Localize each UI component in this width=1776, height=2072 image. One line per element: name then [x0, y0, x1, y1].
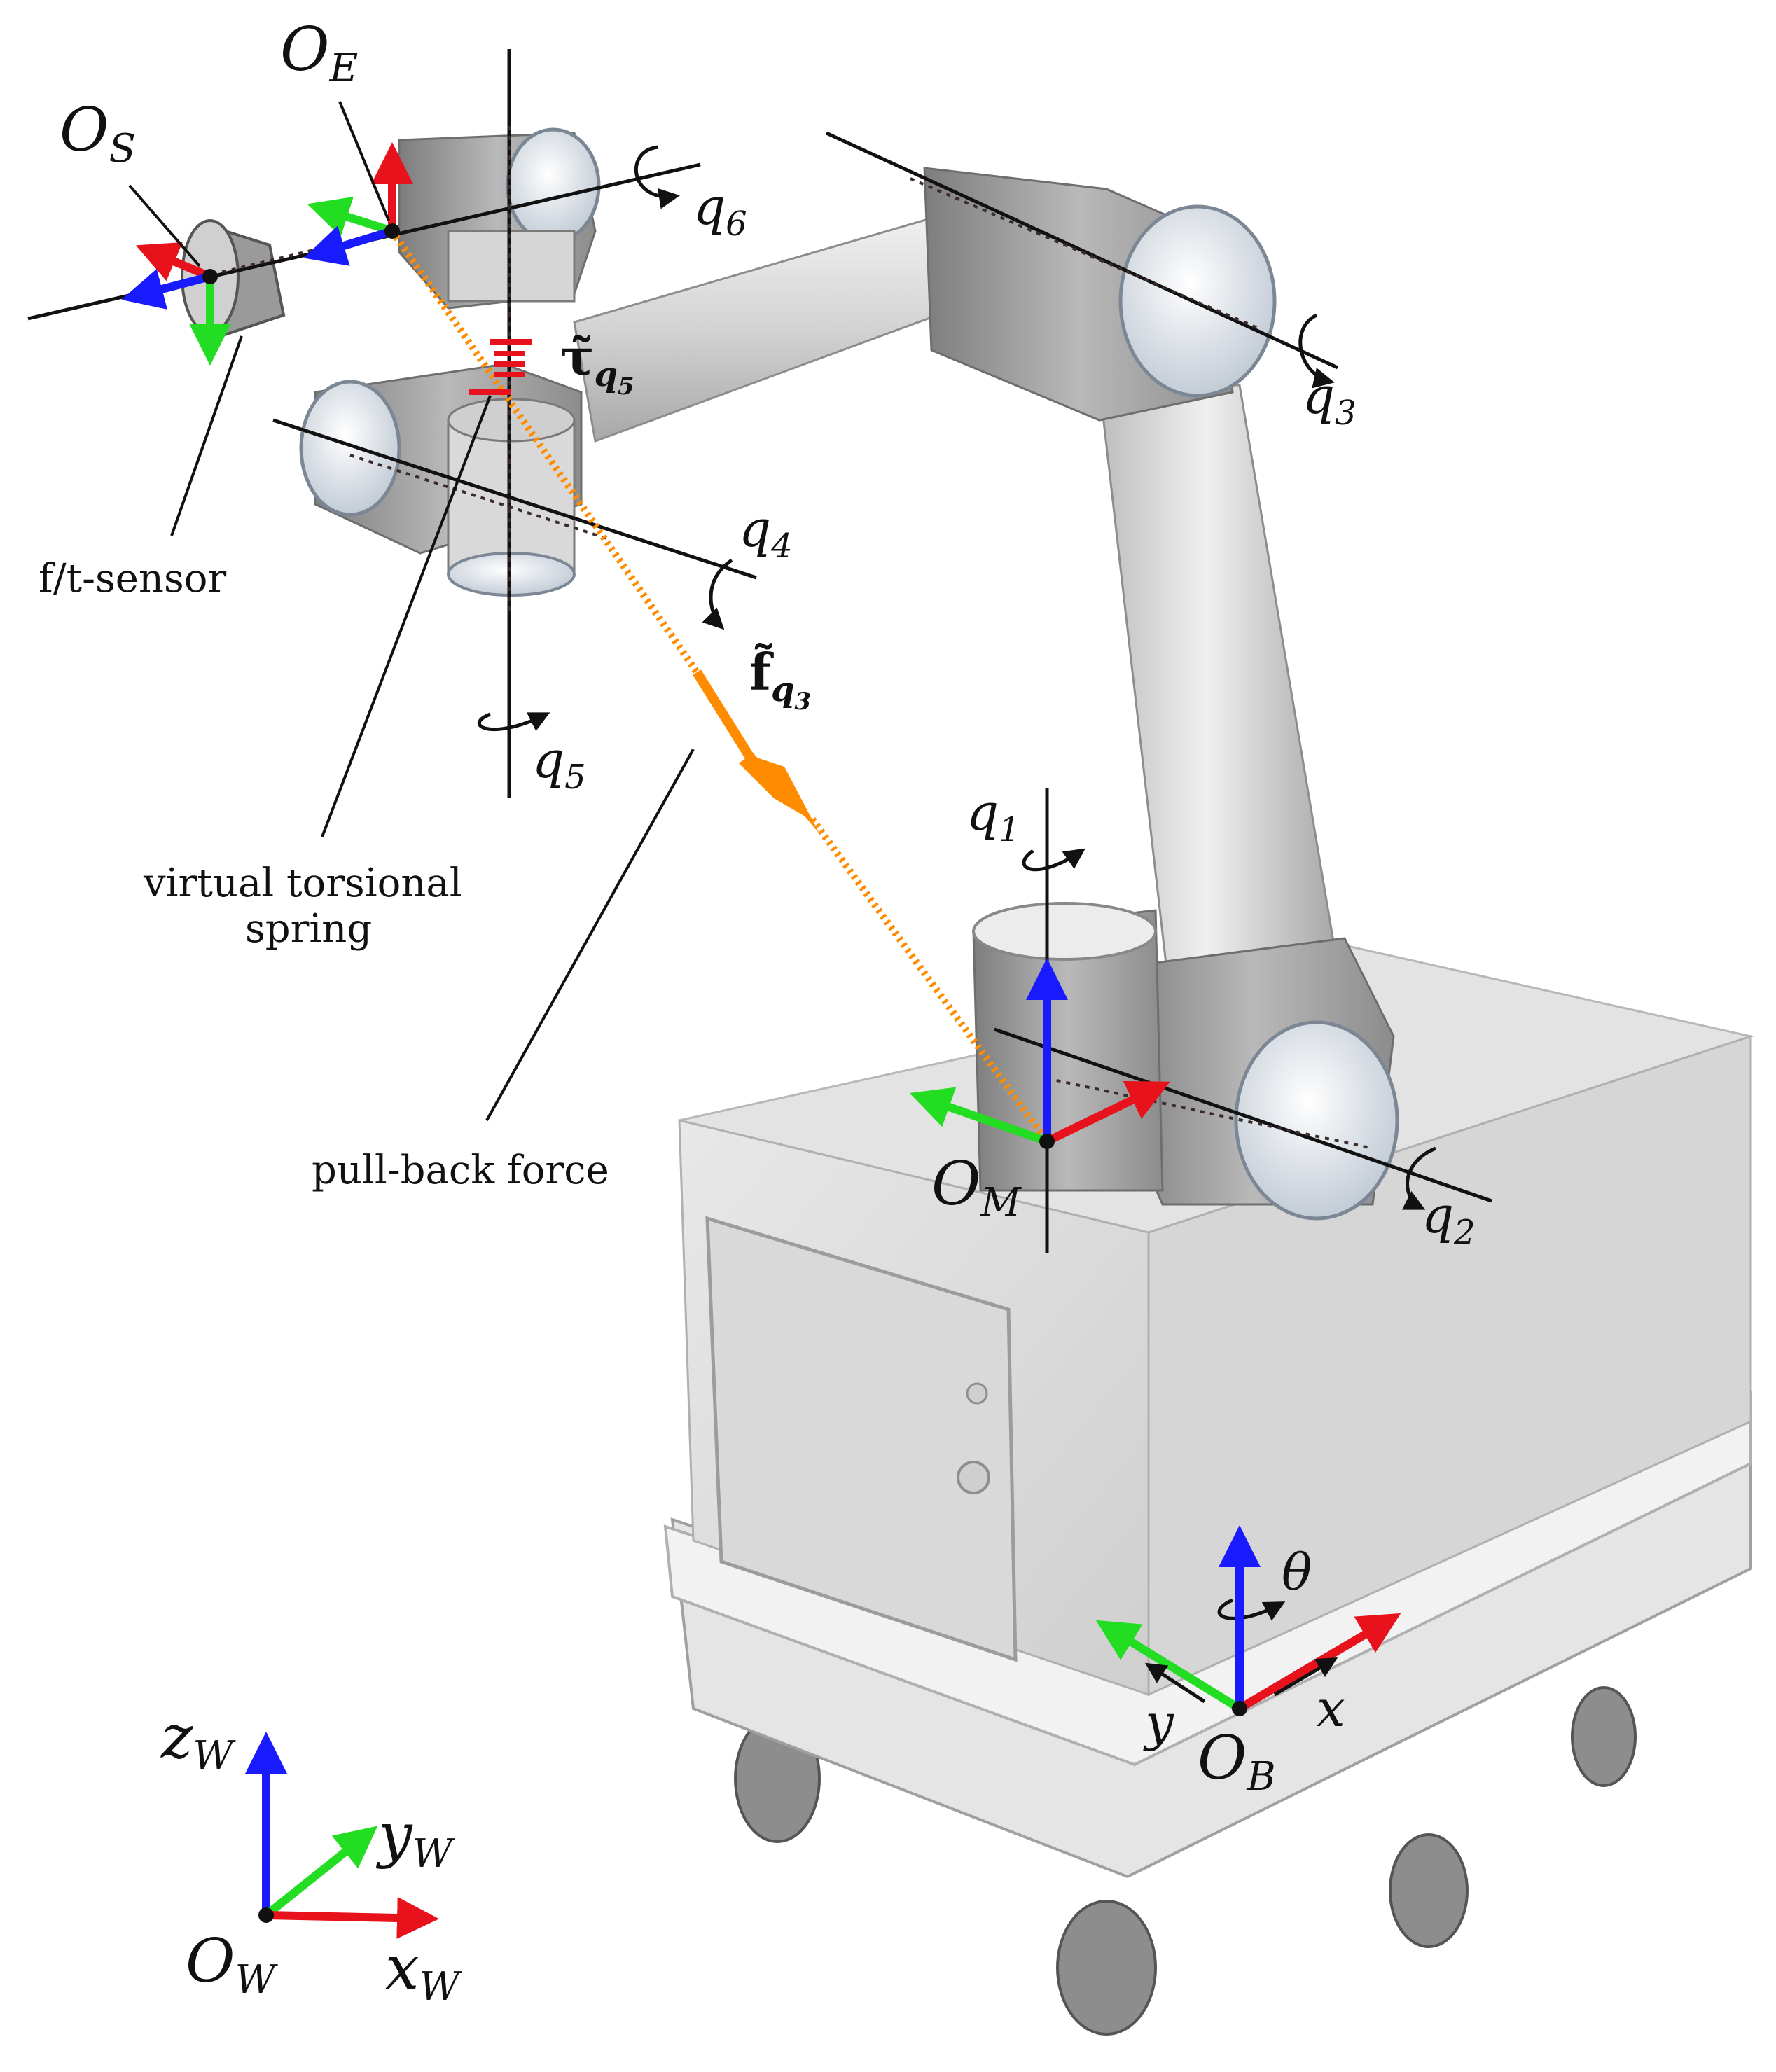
rotation-q4-icon — [702, 558, 733, 630]
label-q3: q3 — [1303, 366, 1357, 433]
rotation-q1-icon — [1022, 848, 1085, 872]
rotation-arrows — [477, 145, 1436, 1621]
label-base-x: x — [1317, 1679, 1345, 1738]
joint-axes-hidden — [202, 126, 1373, 1150]
base-velocity-arrows — [1144, 1657, 1338, 1704]
vector-labels: τ̃q5 f̃q3 — [560, 327, 811, 716]
label-force: f̃q3 — [749, 642, 811, 716]
frame-oe — [303, 142, 413, 266]
arm-link-upper — [1098, 384, 1339, 996]
label-base-y: y — [1143, 1693, 1174, 1752]
pull-back-force — [389, 229, 1050, 1143]
joint-q4 — [299, 363, 583, 597]
base-door-panel — [705, 1216, 1018, 1662]
joint-q6 — [398, 127, 601, 310]
base-wheels — [734, 1686, 1637, 2036]
frame-labels: OS OE OM OB OW zW yW xW — [60, 15, 1276, 2010]
label-os: OS — [60, 95, 136, 172]
label-q6: q6 — [693, 177, 747, 244]
annotation-labels: f/t-sensor virtual torsional spring pull… — [39, 556, 609, 1193]
rotation-q3-icon — [1298, 313, 1335, 389]
leader-lines — [128, 101, 695, 1121]
label-ow: OW — [186, 1926, 279, 2003]
frame-ow — [245, 1732, 439, 1939]
joint-q1 — [972, 902, 1164, 1192]
joint-q2 — [1112, 937, 1399, 1221]
annotation-spring-2: spring — [245, 906, 372, 952]
joint-q3 — [923, 167, 1277, 422]
label-tau: τ̃q5 — [560, 327, 634, 401]
label-oe: OE — [280, 15, 358, 91]
mobile-base — [663, 944, 1755, 2036]
annotation-spring-1: virtual torsional — [143, 861, 462, 906]
rotation-q2-icon — [1401, 1146, 1436, 1210]
label-zw: zW — [160, 1702, 236, 1779]
label-q2: q2 — [1422, 1186, 1476, 1252]
frame-om — [909, 958, 1170, 1149]
label-q4: q4 — [739, 499, 793, 566]
frame-os — [121, 242, 231, 366]
label-theta: θ — [1282, 1543, 1312, 1601]
rotation-theta-icon — [1217, 1598, 1286, 1621]
label-q5: q5 — [532, 730, 586, 797]
label-om: OM — [931, 1149, 1022, 1225]
annotation-sensor: f/t-sensor — [39, 556, 226, 602]
annotation-pullback: pull-back force — [312, 1148, 609, 1193]
rotation-q6-icon — [634, 145, 680, 209]
label-ob: OB — [1198, 1723, 1276, 1800]
rotation-q5-icon — [477, 712, 550, 732]
robot-arm — [181, 127, 1399, 1221]
label-xw: xW — [385, 1933, 463, 2010]
joint-labels: q6 q3 q4 q5 q1 q2 θ x y — [532, 177, 1476, 1752]
label-q1: q1 — [966, 783, 1020, 849]
label-yw: yW — [375, 1800, 456, 1877]
torsional-spring — [469, 339, 532, 395]
